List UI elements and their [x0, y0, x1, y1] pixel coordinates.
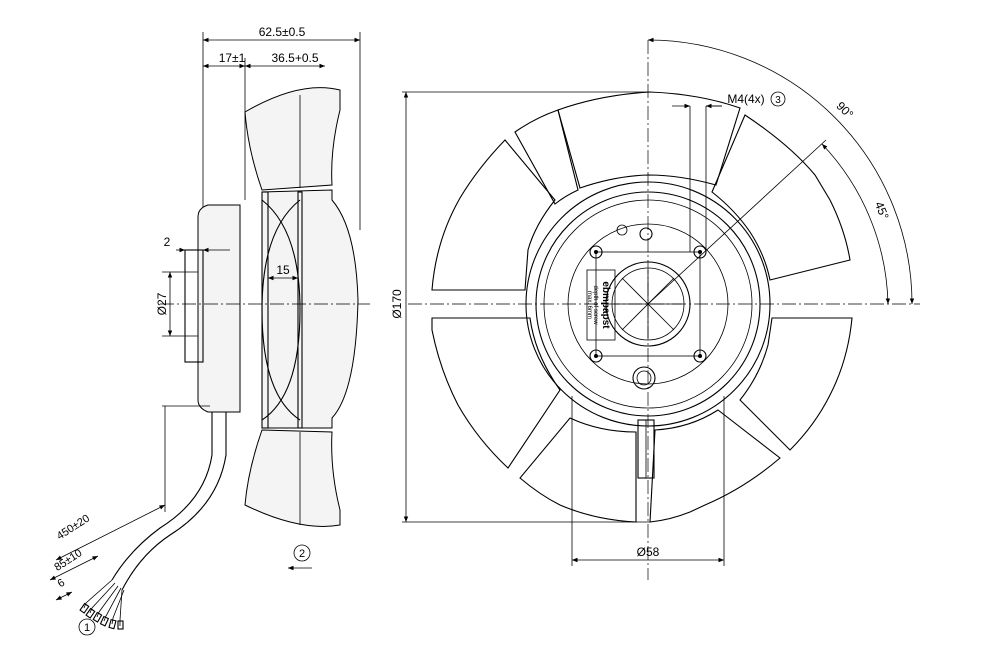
cable-length-dim-line: [55, 504, 166, 561]
shaft-hub: [184, 249, 204, 363]
brand-logo: ebmpapst: [600, 281, 611, 329]
callout-2-circle: [293, 544, 311, 562]
blade-right: [739, 317, 853, 451]
hub-base-diameter-label: Ø58: [637, 545, 660, 559]
blade-bottom: [519, 417, 637, 523]
blade-top-right: [711, 114, 851, 281]
shaft-step-label: 2: [164, 235, 171, 249]
angle-90-arc: [647, 37, 915, 305]
mount-thread-label: M4(4x): [727, 92, 764, 106]
inner-width-label: 15: [276, 263, 290, 277]
hub-diameter-label: Ø27: [155, 292, 169, 315]
rating-label: ebmpapst depth of screw max. 6mm: [586, 269, 616, 341]
angle-45-arc: [821, 143, 891, 305]
rotor-flange-2: [297, 191, 303, 429]
ground-symbol: [616, 224, 628, 236]
rotor-cup: [261, 189, 359, 429]
mount-holes: [589, 245, 707, 363]
ground-terminal: [639, 227, 653, 241]
mount-hole-br: [693, 349, 707, 363]
wire-end-label: 6: [56, 577, 68, 590]
lower-blade: [244, 429, 341, 527]
angle-45-ray: [647, 139, 827, 305]
motor-housing: [197, 204, 241, 413]
fan-diameter-label: Ø170: [390, 289, 404, 319]
front-view: ebmpapst depth of screw max. 6mm Ø170 Ø5…: [390, 37, 920, 580]
overall-length-label: 62.5±0.5: [259, 25, 306, 39]
mount-hole-tl: [589, 245, 603, 259]
cable-outline-1: [111, 412, 213, 581]
callout-3-label: 3: [775, 95, 781, 106]
cable-length-label: 450±20: [55, 512, 92, 542]
blade-bottom-right: [649, 409, 781, 523]
angle-90-label: 90°: [833, 99, 856, 122]
angle-45-label: 45°: [872, 199, 892, 221]
strip-length-dim-line: [49, 555, 99, 581]
callout-1-circle: [78, 618, 96, 636]
cable-outline-2: [121, 412, 227, 591]
rotor-flange: [261, 191, 269, 429]
upper-blade: [244, 87, 341, 191]
callout-1-label: 1: [84, 622, 90, 634]
label-line-2: max. 6mm: [586, 291, 592, 319]
blade-left-top: [431, 139, 556, 291]
fan-blades: [431, 91, 853, 523]
blade-left-bottom: [431, 317, 561, 469]
blade-top-left: [514, 109, 579, 205]
side-view: 62.5±0.5 17±1 36.5+0.5 Ø27 2 15: [49, 25, 370, 636]
strip-length-label: 85±10: [52, 547, 84, 574]
wire-end-dim-line: [55, 591, 73, 601]
balance-hole: [632, 366, 656, 390]
hub-offset-label: 17±1: [219, 51, 246, 65]
label-line-1: depth of screw: [592, 285, 598, 325]
callout-2-label: 2: [299, 548, 305, 560]
rotor-inner-curve: [261, 199, 301, 421]
blade-depth-label: 36.5+0.5: [271, 51, 318, 65]
mount-hole-bl: [589, 349, 603, 363]
